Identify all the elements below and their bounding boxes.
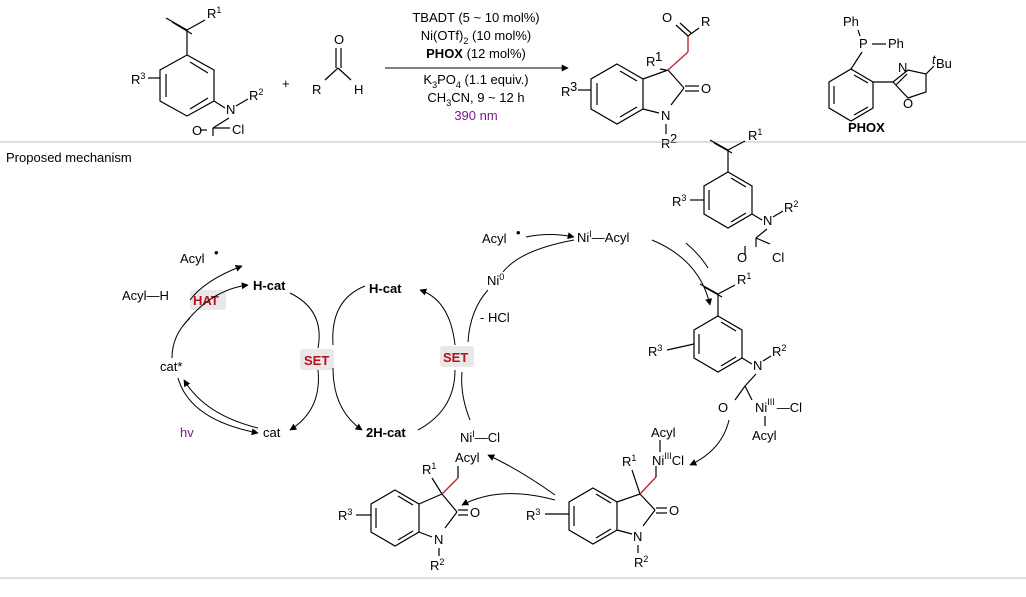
svg-text:Acyl: Acyl — [180, 251, 205, 266]
svg-text:H-cat: H-cat — [369, 281, 402, 296]
svg-text:t: t — [932, 52, 937, 67]
svg-text:PHOX (12 mol%): PHOX (12 mol%) — [426, 46, 526, 61]
svg-text:R2: R2 — [430, 557, 444, 573]
svg-text:cat: cat — [263, 425, 281, 440]
svg-text:•: • — [214, 245, 219, 260]
svg-text:H-cat: H-cat — [253, 278, 286, 293]
cl-atom: Cl — [232, 122, 244, 137]
starting-material: R1 N R2 O Cl R3 — [131, 5, 263, 138]
svg-text:R3: R3 — [648, 343, 662, 359]
svg-text:O: O — [701, 81, 711, 96]
svg-text:R3: R3 — [526, 507, 540, 523]
svg-text:Ni(OTf)2 (10 mol%): Ni(OTf)2 (10 mol%) — [421, 28, 531, 46]
nickel-cycle: Acyl • NiI—Acyl Ni0 - HCl NiI—Cl — [460, 225, 730, 506]
svg-text:•: • — [516, 225, 521, 240]
mechanism-heading: Proposed mechanism — [6, 150, 132, 165]
svg-text:H: H — [354, 82, 363, 97]
substrate-2: R1 N R2 O Cl R3 — [672, 127, 798, 265]
svg-text:Acyl: Acyl — [482, 231, 507, 246]
svg-text:NiI—Acyl: NiI—Acyl — [577, 229, 629, 245]
oxindole-ni-intermediate: N O R2 R1 NiIIICl Acyl R3 — [526, 425, 684, 570]
aldehyde: O R H — [312, 32, 363, 97]
svg-text:O: O — [718, 400, 728, 415]
svg-text:NiI—Cl: NiI—Cl — [460, 429, 500, 445]
svg-text:390 nm: 390 nm — [454, 108, 497, 123]
svg-text:N: N — [633, 529, 642, 544]
r2-label: R2 — [249, 87, 263, 103]
svg-text:R: R — [312, 82, 321, 97]
photocatalyst-cycle: Acyl • Acyl—H HAT H-cat cat* cat hv SET — [122, 245, 334, 440]
ni3-intermediate: R1 N R2 O NiIII—Cl Acyl R3 — [648, 271, 802, 443]
svg-text:R3: R3 — [338, 507, 352, 523]
r1-label: R1 — [207, 5, 221, 21]
svg-text:NiIIICl: NiIIICl — [652, 451, 684, 468]
svg-text:R1: R1 — [422, 461, 436, 477]
svg-text:Bu: Bu — [936, 56, 952, 71]
svg-text:O: O — [737, 250, 747, 265]
svg-text:R1: R1 — [622, 453, 636, 469]
svg-text:Acyl: Acyl — [455, 450, 480, 465]
svg-text:Ni0: Ni0 — [487, 272, 504, 288]
svg-text:O: O — [662, 10, 672, 25]
svg-text:N: N — [763, 213, 772, 228]
svg-text:R: R — [646, 54, 655, 69]
svg-text:Acyl: Acyl — [651, 425, 676, 440]
hat-cycle: H-cat 2H-cat SET — [332, 281, 474, 440]
svg-text:Cl: Cl — [772, 250, 784, 265]
svg-text:N: N — [898, 60, 907, 75]
o-atom: O — [192, 123, 202, 138]
svg-text:R: R — [561, 84, 570, 99]
svg-text:R: R — [701, 14, 710, 29]
svg-text:hv: hv — [180, 425, 194, 440]
set-badge-2: SET — [443, 350, 468, 365]
svg-text:R2: R2 — [634, 554, 648, 570]
phox-label: PHOX — [848, 120, 885, 135]
reaction-conditions: TBADT (5 ~ 10 mol%) Ni(OTf)2 (10 mol%) P… — [385, 10, 569, 123]
svg-text:cat*: cat* — [160, 359, 182, 374]
svg-text:2: 2 — [670, 131, 677, 146]
svg-text:1: 1 — [655, 49, 662, 64]
svg-text:TBADT (5 ~ 10 mol%): TBADT (5 ~ 10 mol%) — [412, 10, 539, 25]
svg-text:K3PO4 (1.1 equiv.): K3PO4 (1.1 equiv.) — [423, 72, 528, 90]
product-bottom: N O R2 R1 Acyl R3 — [338, 450, 480, 573]
svg-text:- HCl: - HCl — [480, 310, 510, 325]
svg-text:Ph: Ph — [888, 36, 904, 51]
svg-text:Acyl: Acyl — [752, 428, 777, 443]
svg-text:R2: R2 — [784, 199, 798, 215]
svg-text:R1: R1 — [748, 127, 762, 143]
svg-text:N: N — [753, 358, 762, 373]
hat-badge: HAT — [193, 293, 219, 308]
svg-text:R3: R3 — [672, 193, 686, 209]
svg-text:O: O — [903, 96, 913, 111]
svg-text:R2: R2 — [772, 343, 786, 359]
phox-ligand: P Ph Ph N O t Bu PHOX — [828, 14, 952, 135]
plus-sign: + — [282, 76, 290, 91]
svg-text:CH3CN, 9 ~ 12 h: CH3CN, 9 ~ 12 h — [427, 90, 524, 108]
n-atom: N — [226, 102, 235, 117]
svg-text:3: 3 — [570, 79, 577, 94]
set-badge-1: SET — [304, 353, 329, 368]
svg-text:Ph: Ph — [843, 14, 859, 29]
svg-text:NiIII—Cl: NiIII—Cl — [755, 397, 802, 415]
svg-text:O: O — [334, 32, 344, 47]
svg-text:R: R — [661, 136, 670, 151]
svg-text:O: O — [470, 505, 480, 520]
svg-text:Acyl—H: Acyl—H — [122, 288, 169, 303]
svg-text:P: P — [859, 36, 868, 51]
svg-text:N: N — [661, 108, 670, 123]
svg-text:2H-cat: 2H-cat — [366, 425, 406, 440]
svg-text:N: N — [434, 532, 443, 547]
svg-text:R1: R1 — [737, 271, 751, 287]
svg-text:O: O — [669, 503, 679, 518]
r3-label: R3 — [131, 71, 145, 87]
